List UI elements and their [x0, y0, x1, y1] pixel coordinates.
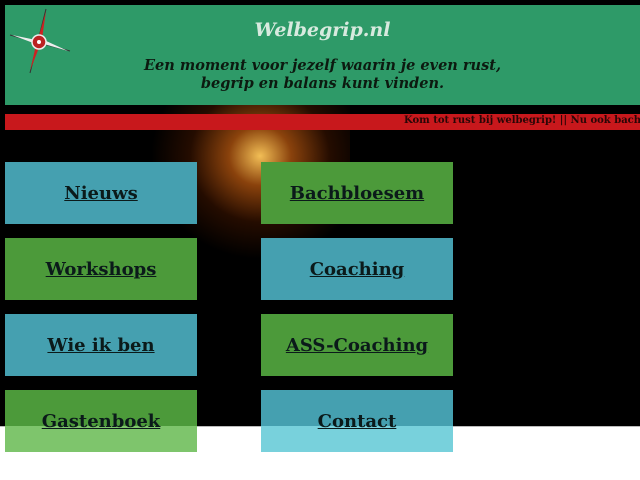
nav-bachbloesem[interactable]: Bachbloesem: [261, 162, 453, 224]
site-title: Welbegrip.nl: [254, 19, 391, 41]
nav-coaching[interactable]: Coaching: [261, 238, 453, 300]
nav-wie-ik-ben[interactable]: Wie ik ben: [5, 314, 197, 376]
nav-gastenboek[interactable]: Gastenboek: [5, 390, 197, 452]
nav-contact[interactable]: Contact: [261, 390, 453, 452]
tagline-line-1: Een moment voor jezelf waarin je even ru…: [143, 57, 501, 74]
nav-nieuws[interactable]: Nieuws: [5, 162, 197, 224]
tagline-line-2: begrip en balans kunt vinden.: [200, 75, 445, 92]
news-ticker: Kom tot rust bij welbegrip! || Nu ook ba…: [5, 114, 640, 130]
nav-ass-coaching[interactable]: ASS-Coaching: [261, 314, 453, 376]
nav-workshops[interactable]: Workshops: [5, 238, 197, 300]
compass-rose-logo-icon: [9, 8, 71, 74]
ticker-text[interactable]: Kom tot rust bij welbegrip! || Nu ook ba…: [404, 115, 640, 126]
tagline: Een moment voor jezelf waarin je even ru…: [5, 57, 640, 93]
site-header: Welbegrip.nl Een moment voor jezelf waar…: [5, 5, 640, 105]
